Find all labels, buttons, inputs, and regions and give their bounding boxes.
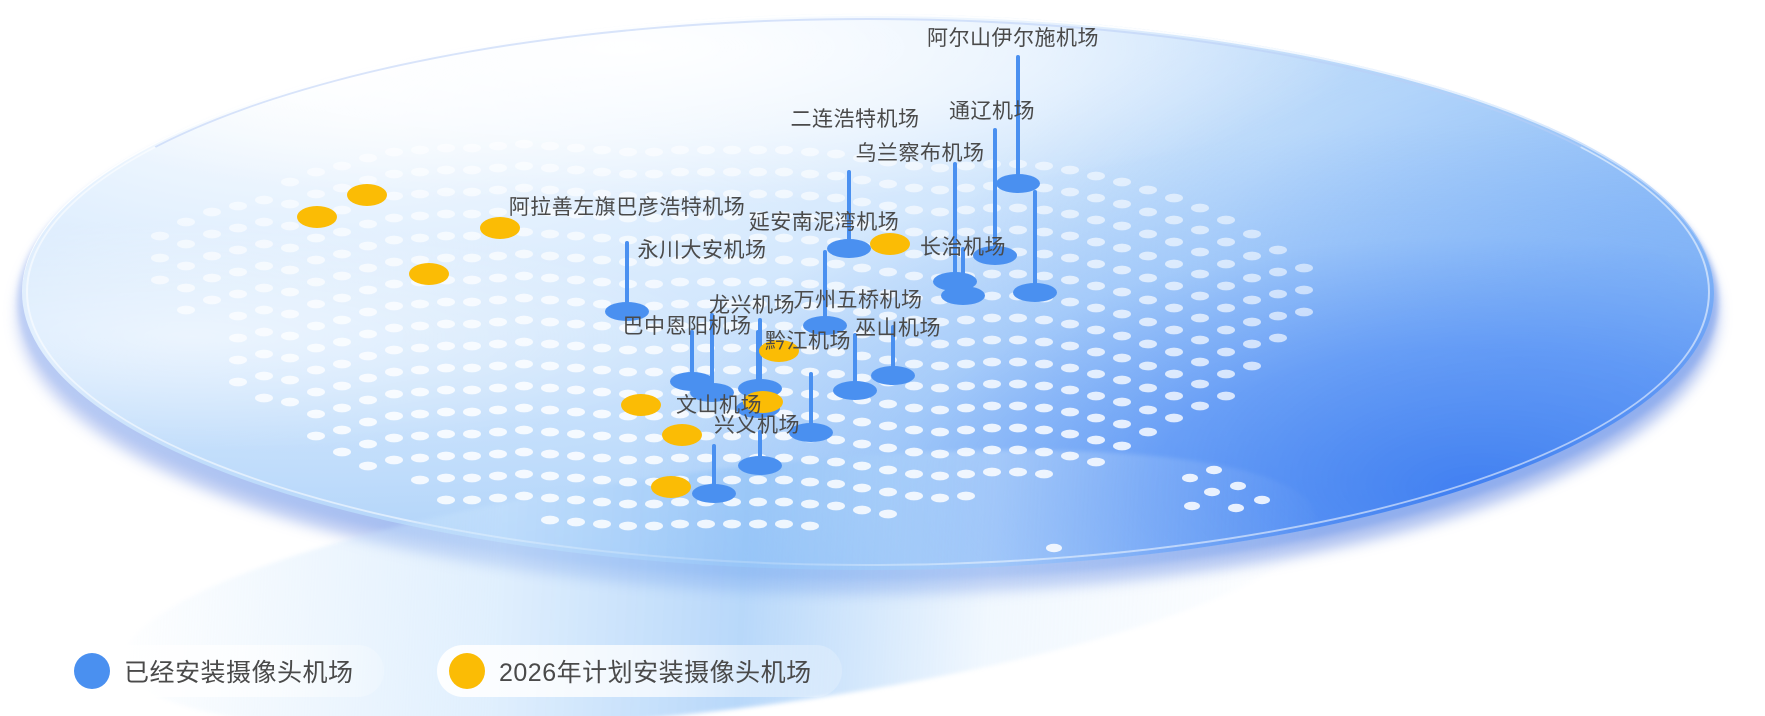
pin-stem	[953, 162, 957, 281]
airport-label: 兴义机场	[714, 414, 800, 437]
legend-swatch-planned	[449, 653, 485, 689]
airport-label: 文山机场	[676, 394, 762, 417]
pin-stem	[625, 241, 629, 311]
legend-label-installed: 已经安装摄像头机场	[124, 659, 354, 687]
pin-stem	[961, 247, 965, 295]
planned-airport-dot[interactable]	[621, 394, 661, 416]
pin-stem	[853, 333, 857, 390]
pin-stem	[710, 313, 714, 392]
pin-stem	[1033, 190, 1037, 292]
airport-label: 黔江机场	[765, 330, 851, 353]
pin-stem	[993, 128, 997, 255]
planned-airport-dot[interactable]	[662, 424, 702, 446]
pin-stem	[809, 372, 813, 432]
planned-airport-dot[interactable]	[759, 340, 799, 362]
planned-airport-dot[interactable]	[409, 263, 449, 285]
pin-stem	[823, 250, 827, 325]
pin-base-ellipse	[789, 423, 833, 442]
airport-label: 长治机场	[920, 236, 1006, 259]
airport-label: 阿尔山伊尔施机场	[927, 27, 1099, 50]
planned-airport-dot[interactable]	[480, 217, 520, 239]
airport-label: 乌兰察布机场	[855, 142, 985, 165]
airport-label: 二连浩特机场	[790, 108, 920, 131]
planned-airport-dot[interactable]	[347, 184, 387, 206]
legend-item-installed[interactable]: 已经安装摄像头机场	[62, 645, 384, 697]
planned-airport-dot[interactable]	[743, 391, 783, 413]
pin-stem	[712, 444, 716, 493]
pin-base-ellipse	[996, 174, 1040, 193]
airport-label: 通辽机场	[949, 100, 1035, 123]
legend-item-planned[interactable]: 2026年计划安装摄像头机场	[437, 645, 842, 697]
airport-label: 永川大安机场	[637, 239, 767, 262]
pin-base-ellipse	[1013, 283, 1057, 302]
legend-swatch-installed	[74, 653, 110, 689]
pin-base-ellipse	[833, 381, 877, 400]
airport-label: 延安南泥湾机场	[748, 211, 900, 234]
pin-base-ellipse	[827, 239, 871, 258]
pin-stem	[756, 330, 760, 408]
planned-airport-dot[interactable]	[870, 233, 910, 255]
pin-stem	[758, 430, 762, 465]
airport-label: 龙兴机场	[709, 294, 795, 317]
pin-stem	[1016, 55, 1020, 183]
airport-label: 万州五桥机场	[793, 289, 923, 312]
pin-base-ellipse	[871, 366, 915, 385]
airport-label: 巴中恩阳机场	[622, 315, 752, 338]
pin-base-ellipse	[605, 302, 649, 321]
pin-stem	[891, 325, 895, 375]
planned-airport-dot[interactable]	[297, 206, 337, 228]
airport-label: 巫山机场	[855, 317, 941, 340]
pin-stem	[847, 170, 851, 248]
pin-stem	[690, 330, 694, 381]
pin-base-ellipse	[692, 484, 736, 503]
pin-base-ellipse	[803, 316, 847, 335]
pin-base-ellipse	[738, 456, 782, 475]
planned-airport-dot[interactable]	[651, 476, 691, 498]
airport-label: 阿拉善左旗巴彦浩特机场	[508, 196, 746, 219]
legend-label-planned: 2026年计划安装摄像头机场	[499, 659, 812, 687]
pin-base-ellipse	[670, 372, 714, 391]
pin-base-ellipse	[941, 286, 985, 305]
pin-base-ellipse	[973, 246, 1017, 265]
